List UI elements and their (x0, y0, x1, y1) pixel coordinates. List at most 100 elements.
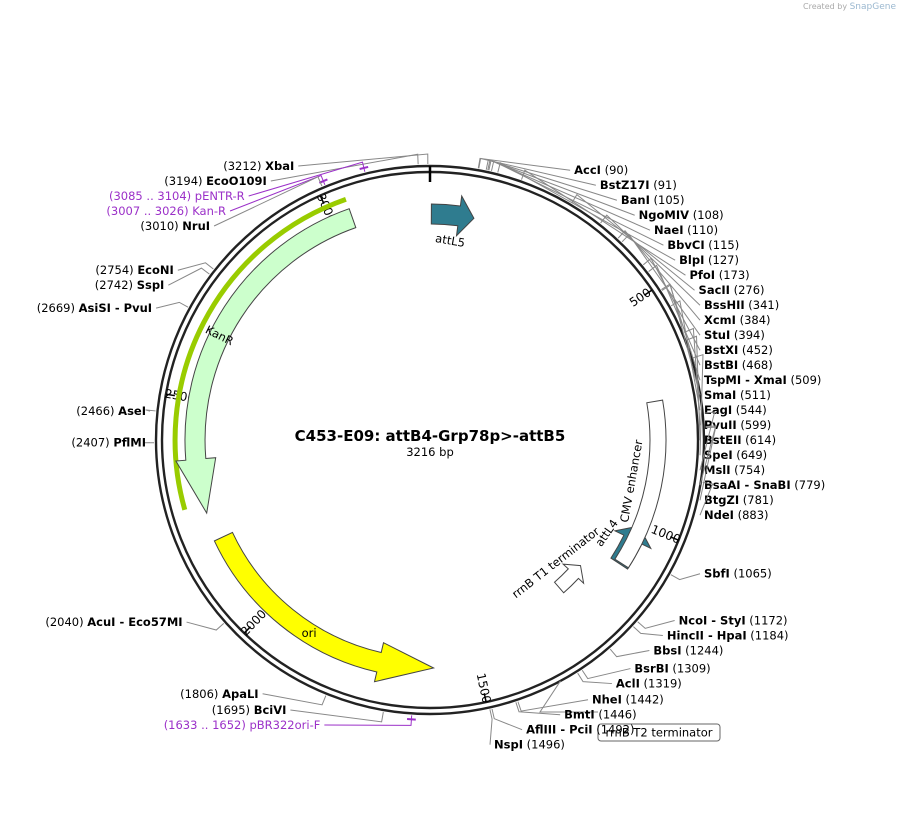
site-position: (1492) (593, 723, 635, 737)
site-name: PflMI (113, 436, 146, 450)
site-label: NgoMIV (108) (639, 208, 724, 222)
site-nhei[interactable]: NheI (1442) (517, 693, 664, 712)
site-bcivi[interactable]: (1695) BciVI (212, 703, 384, 723)
site-label: StuI (394) (704, 328, 765, 342)
site-asisi-pvui[interactable]: (2669) AsiSI - PvuI (37, 301, 189, 315)
feature-rrnb-t1-terminator[interactable] (553, 563, 585, 594)
site-ecoo109i[interactable]: (3194) EcoO109I (164, 153, 419, 188)
site-bstz17i[interactable]: BstZ17I (91) (478, 157, 677, 193)
site-label: NspI (1496) (494, 738, 565, 752)
leader-line (609, 648, 650, 658)
site-label: HincII - HpaI (1184) (667, 628, 789, 642)
site-name: NdeI (704, 508, 734, 522)
tick-label: 1500 (474, 672, 494, 705)
site-eagi[interactable]: EagI (544) (670, 300, 767, 417)
tick-mark-2000 (243, 626, 252, 634)
site-asei[interactable]: (2466) AseI (76, 404, 156, 418)
site-econi[interactable]: (2754) EcoNI (95, 262, 214, 277)
primer-pentr-r[interactable]: (3085 .. 3104) pENTR-R (109, 161, 369, 203)
leader-line (687, 335, 701, 441)
tick-mark-1000 (669, 536, 679, 541)
site-label: (3010) NruI (140, 219, 210, 233)
site-apali[interactable]: (1806) ApaLI (180, 687, 327, 706)
site-layer: AccI (90)BstZ17I (91)BanI (105)NgoMIV (1… (37, 153, 825, 752)
site-label: (2407) PflMI (71, 436, 146, 450)
site-xbai[interactable]: (3212) XbaI (223, 153, 429, 173)
site-blpi[interactable]: BlpI (127) (497, 162, 739, 267)
site-position: (1442) (622, 693, 664, 707)
site-bstbi[interactable]: BstBI (468) (648, 264, 773, 372)
site-sspi[interactable]: (2742) SspI (95, 267, 210, 292)
site-msli[interactable]: MslI (754) (699, 411, 765, 477)
feature-box (597, 723, 721, 742)
site-label: (2040) AcuI - Eco57MI (45, 615, 182, 629)
site-bsrbi[interactable]: BsrBI (1309) (581, 662, 711, 680)
site-xcmi[interactable]: XcmI (384) (617, 230, 771, 327)
site-tspmi-xmai[interactable]: TspMI - XmaI (509) (661, 283, 821, 387)
site-btgzi[interactable]: BtgZI (781) (699, 426, 774, 507)
leader-line (298, 153, 429, 167)
site-bsteii[interactable]: BstEII (614) (687, 335, 776, 447)
site-ngomiv[interactable]: NgoMIV (108) (487, 159, 724, 222)
site-position: (511) (736, 388, 771, 402)
site-naei[interactable]: NaeI (110) (488, 159, 718, 238)
site-name: pENTR-R (195, 189, 245, 203)
leader-line (477, 157, 571, 171)
feature-kanr[interactable] (175, 208, 357, 515)
site-acci[interactable]: AccI (90) (477, 157, 628, 177)
site-nspi[interactable]: NspI (1496) (489, 709, 565, 752)
site-nrui[interactable]: (3010) NruI (140, 176, 323, 233)
site-sacii[interactable]: SacII (276) (571, 193, 765, 298)
site-bsshii[interactable]: BssHII (341) (600, 214, 780, 312)
primer-kan-r[interactable]: (3007 .. 3026) Kan-R (106, 174, 328, 218)
leader-line (517, 699, 589, 712)
site-pflmi[interactable]: (2407) PflMI (71, 436, 155, 450)
site-position: (110) (683, 223, 718, 237)
site-position: (173) (715, 268, 750, 282)
site-position: (452) (738, 343, 773, 357)
site-name: EagI (704, 403, 732, 417)
site-label: BstXI (452) (704, 343, 773, 357)
leader-line (577, 672, 612, 685)
site-bbvci[interactable]: BbvCI (115) (491, 160, 739, 252)
site-name: NgoMIV (639, 208, 689, 222)
leader-line (290, 709, 384, 723)
site-label: (2754) EcoNI (95, 263, 173, 277)
site-label: (3085 .. 3104) pENTR-R (109, 189, 245, 203)
site-acli[interactable]: AclI (1319) (577, 672, 682, 691)
site-bsaai-snabi[interactable]: BsaAI - SnaBI (779) (699, 425, 825, 492)
feature-rrnb-t2-terminator[interactable]: rrnB T2 terminator (539, 680, 721, 742)
site-name: MslI (704, 463, 731, 477)
site-bmti[interactable]: BmtI (1446) (515, 702, 637, 722)
site-sbfi[interactable]: SbfI (1065) (670, 567, 772, 581)
site-bbsi[interactable]: BbsI (1244) (609, 643, 723, 658)
feature-label-ori: ori (302, 626, 317, 640)
site-name: Kan-R (192, 204, 226, 218)
site-position: (276) (730, 283, 765, 297)
snapgene-logo: SnapGene (849, 2, 896, 12)
site-stui[interactable]: StuI (394) (621, 233, 765, 343)
feature-cmv-enhancer[interactable] (614, 399, 667, 569)
feature-attl5[interactable] (430, 194, 475, 238)
site-hincii-hpai[interactable]: HincII - HpaI (1184) (633, 626, 789, 643)
site-ncoi-styi[interactable]: NcoI - StyI (1172) (637, 613, 788, 629)
site-pfoi[interactable]: PfoI (173) (521, 169, 750, 282)
primer-pbr322ori-f[interactable]: (1633 .. 1652) pBR322ori-F (164, 715, 416, 732)
site-position: (468) (738, 358, 773, 372)
site-label: SpeI (649) (704, 448, 767, 462)
leader-line (633, 626, 663, 636)
feature-ori[interactable] (213, 531, 436, 683)
site-acui-eco57mi[interactable]: (2040) AcuI - Eco57MI (45, 615, 225, 631)
site-label: SbfI (1065) (704, 567, 772, 581)
site-ndei[interactable]: NdeI (883) (699, 481, 769, 522)
site-position: (3007 .. 3026) (106, 204, 192, 218)
site-label: AccI (90) (574, 163, 628, 177)
site-position: (1309) (669, 662, 711, 676)
site-bstxi[interactable]: BstXI (452) (642, 257, 773, 357)
site-bani[interactable]: BanI (105) (485, 159, 684, 207)
site-spei[interactable]: SpeI (649) (693, 354, 767, 463)
site-pvuii[interactable]: PvuII (599) (683, 327, 771, 432)
site-afliii-pcii[interactable]: AflIII - PciI (1492) (491, 708, 635, 737)
leader-line (488, 159, 651, 231)
